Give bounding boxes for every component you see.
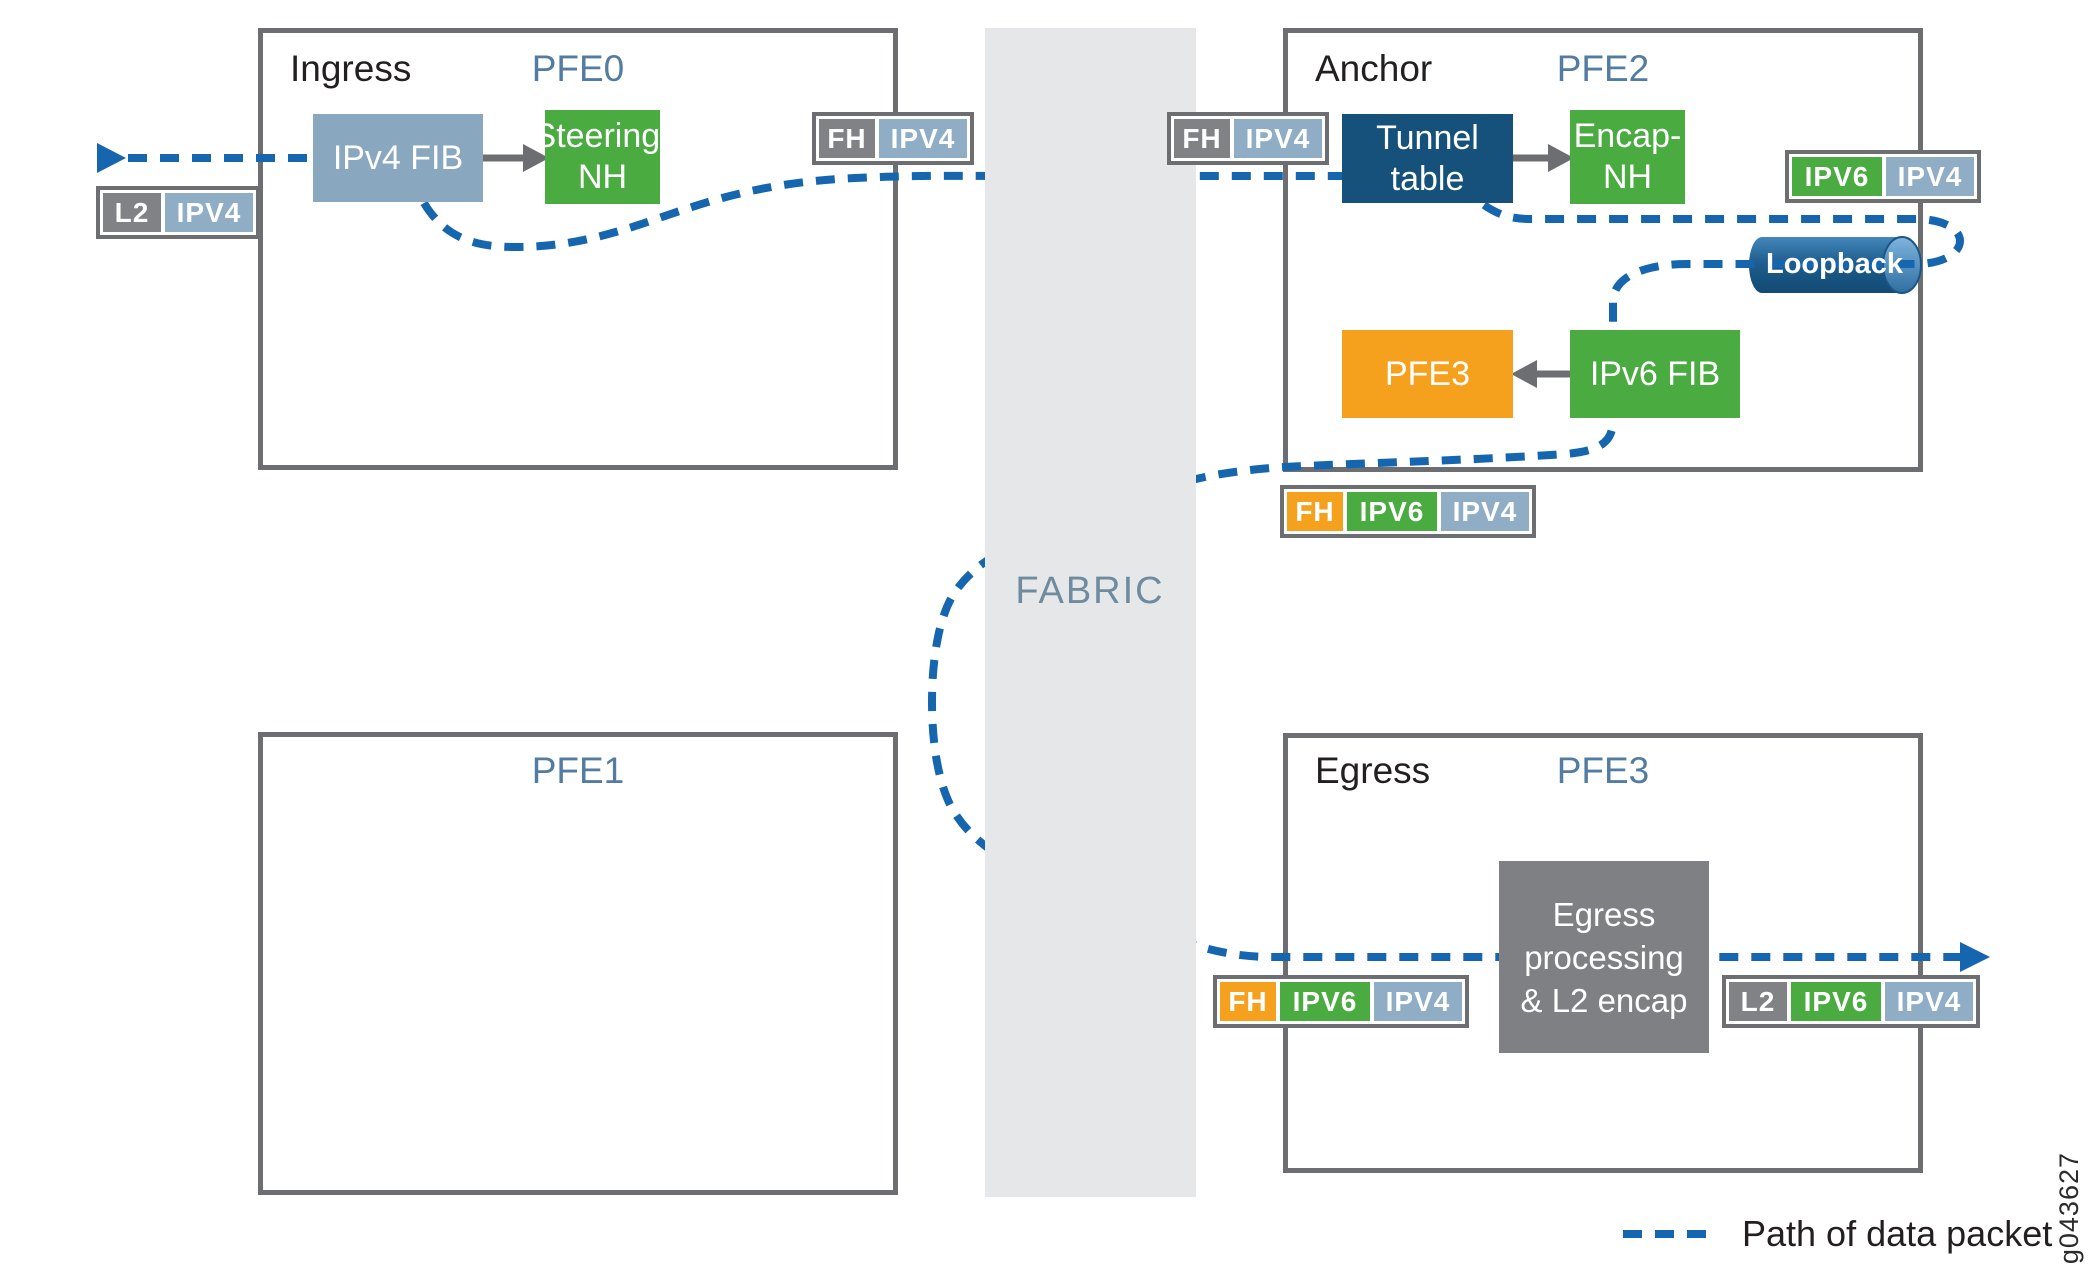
packet-header-ingress-in: L2 IPV4 [96, 186, 260, 239]
node-arrows [483, 144, 1574, 388]
header-segment-ipv4: IPV4 [879, 119, 967, 158]
pfe0-box [258, 28, 898, 470]
encap-nh-line1: Encap- [1573, 117, 1682, 155]
arrow-ipv6fib-to-pfe3-icon [1511, 360, 1537, 388]
packet-header-pfe0-out: FH IPV4 [812, 112, 974, 165]
fabric-label: FABRIC [1015, 570, 1165, 612]
tunnel-table-line2: table [1390, 159, 1465, 198]
header-segment-fh: FH [1174, 119, 1230, 158]
pfe3-target-label: PFE3 [1384, 354, 1471, 393]
header-segment-l2: L2 [103, 193, 161, 232]
pfe3-role-label: Egress [1315, 750, 1431, 791]
packet-header-pfe2-in: FH IPV4 [1167, 112, 1329, 165]
tunnel-table-node: Tunnel table [1342, 114, 1513, 203]
header-segment-ipv6: IPV6 [1791, 982, 1881, 1021]
ipv4-fib-node: IPv4 FIB [313, 114, 483, 202]
ipv6-fib-node: IPv6 FIB [1570, 330, 1740, 418]
ipv4-fib-label: IPv4 FIB [332, 138, 464, 177]
encap-nh-line2: NH [1602, 158, 1653, 196]
egress-processing-node: Egress processing & L2 encap [1499, 861, 1709, 1053]
header-segment-l2: L2 [1729, 982, 1787, 1021]
pfe1-box [258, 732, 898, 1195]
header-segment-ipv4: IPV4 [1885, 982, 1973, 1021]
header-segment-ipv6: IPV6 [1280, 982, 1370, 1021]
header-segment-fh: FH [1220, 982, 1276, 1021]
pfe3-target-node: PFE3 [1342, 330, 1513, 418]
pfe0-name-label: PFE0 [531, 48, 625, 89]
legend-label: Path of data packet [1742, 1213, 2053, 1254]
header-segment-ipv6: IPV6 [1347, 492, 1437, 531]
arrow-tunnel-to-encap-icon [1548, 144, 1574, 172]
pfe1-name-label: PFE1 [531, 750, 625, 791]
header-segment-ipv6: IPV6 [1792, 157, 1882, 196]
tunnel-table-line1: Tunnel [1376, 118, 1479, 157]
egress-processing-line1: Egress [1552, 895, 1656, 933]
arrow-fib-to-steering-icon [523, 144, 549, 172]
encap-nh-node: Encap- NH [1570, 110, 1685, 204]
packet-header-egress-in: FH IPV6 IPV4 [1213, 975, 1469, 1028]
egress-processing-line2: processing [1524, 938, 1684, 976]
fabric-band [985, 28, 1196, 1197]
header-segment-ipv4: IPV4 [1374, 982, 1462, 1021]
pfe0-role-label: Ingress [290, 48, 412, 89]
header-segment-ipv4: IPV4 [1234, 119, 1322, 158]
header-segment-ipv4: IPV4 [1441, 492, 1529, 531]
steering-nh-line2: NH [577, 158, 628, 196]
packet-header-pfe2-to-fabric: FH IPV6 IPV4 [1280, 485, 1536, 538]
path-start-arrowhead-icon [97, 143, 126, 173]
ipv6-fib-label: IPv6 FIB [1589, 354, 1721, 393]
header-segment-fh: FH [819, 119, 875, 158]
pfe3-name-label: PFE3 [1556, 750, 1650, 791]
path-end-arrowhead-icon [1960, 942, 1990, 972]
pfe2-name-label: PFE2 [1556, 48, 1650, 89]
steering-nh-node: Steering- NH [534, 110, 671, 204]
packet-header-egress-out: L2 IPV6 IPV4 [1722, 975, 1980, 1028]
header-segment-ipv4: IPV4 [165, 193, 253, 232]
header-segment-fh: FH [1287, 492, 1343, 531]
header-segment-ipv4: IPV4 [1886, 157, 1974, 196]
figure-id: g043627 [2054, 1152, 2084, 1265]
pfe2-role-label: Anchor [1315, 48, 1433, 89]
egress-processing-line3: & L2 encap [1520, 981, 1688, 1019]
packet-header-pfe2-out: IPV6 IPV4 [1785, 150, 1981, 203]
steering-nh-line1: Steering- [533, 117, 672, 155]
loopback-label: Loopback [1766, 248, 1903, 280]
